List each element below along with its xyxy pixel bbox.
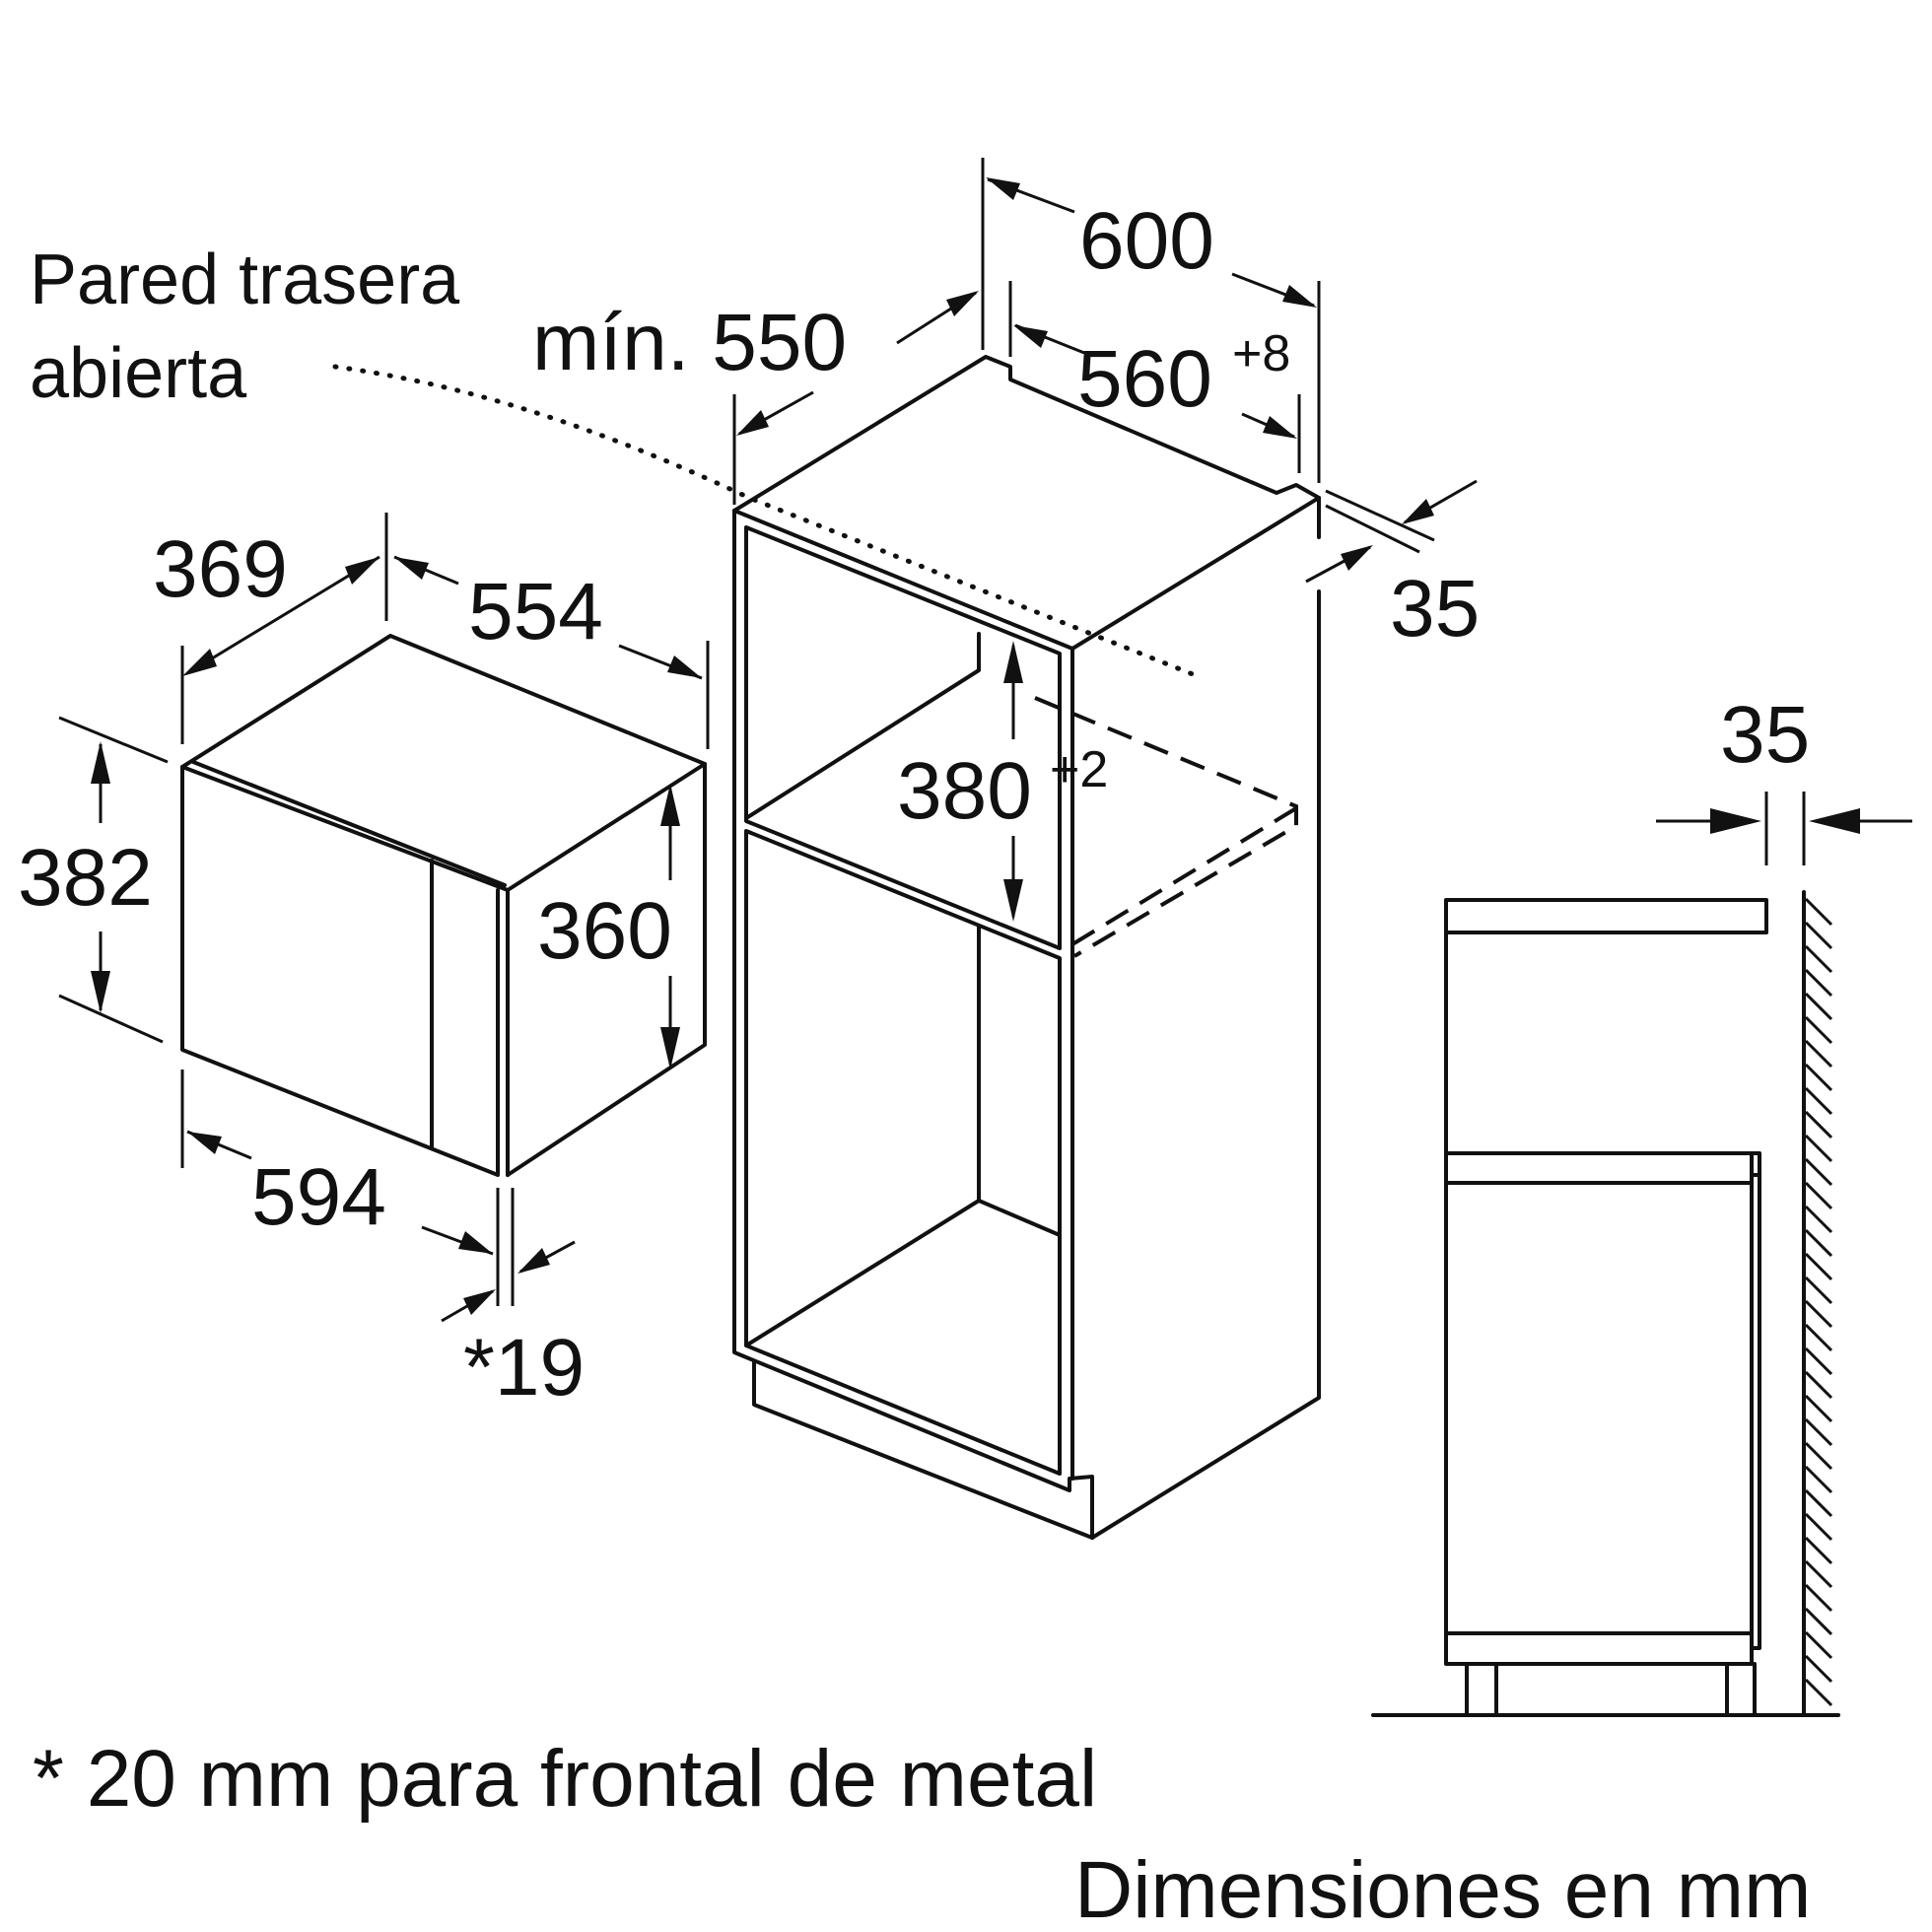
- units-note: Dimensiones en mm: [1074, 1845, 1811, 1932]
- cabinet-dimensions: [732, 158, 1478, 922]
- side-thickness-label: 35: [1390, 564, 1480, 654]
- gap-side-label: 35: [1720, 690, 1810, 780]
- niche-inner-width-tolerance: +8: [1232, 325, 1290, 382]
- appliance-width-label: 594: [251, 1152, 386, 1242]
- niche-height-label: 380: [897, 746, 1032, 836]
- appliance-depth-label: 369: [153, 524, 288, 614]
- footnote: * 20 mm para frontal de metal: [33, 1734, 1097, 1824]
- appliance-dimensions: [58, 513, 710, 1323]
- open-back-wall-label-line2: abierta: [30, 334, 247, 413]
- min-depth-label: mín. 550: [532, 298, 847, 387]
- appliance-depth-2-label: 554: [468, 567, 603, 656]
- open-back-wall-label-line1: Pared trasera: [30, 241, 460, 319]
- cabinet-drawing: [732, 355, 1321, 1540]
- appliance-height-label: 382: [18, 833, 153, 923]
- niche-inner-width-label: 560: [1077, 334, 1212, 424]
- appliance-inner-height-label: 360: [537, 886, 672, 976]
- appliance-drawing: [180, 634, 707, 1177]
- open-back-wall-leader: [332, 364, 1196, 677]
- niche-height-tolerance: +2: [1050, 741, 1108, 798]
- side-view-drawing: [1371, 792, 1912, 1717]
- front-thickness-label: *19: [463, 1323, 585, 1413]
- niche-width-label: 600: [1079, 196, 1214, 286]
